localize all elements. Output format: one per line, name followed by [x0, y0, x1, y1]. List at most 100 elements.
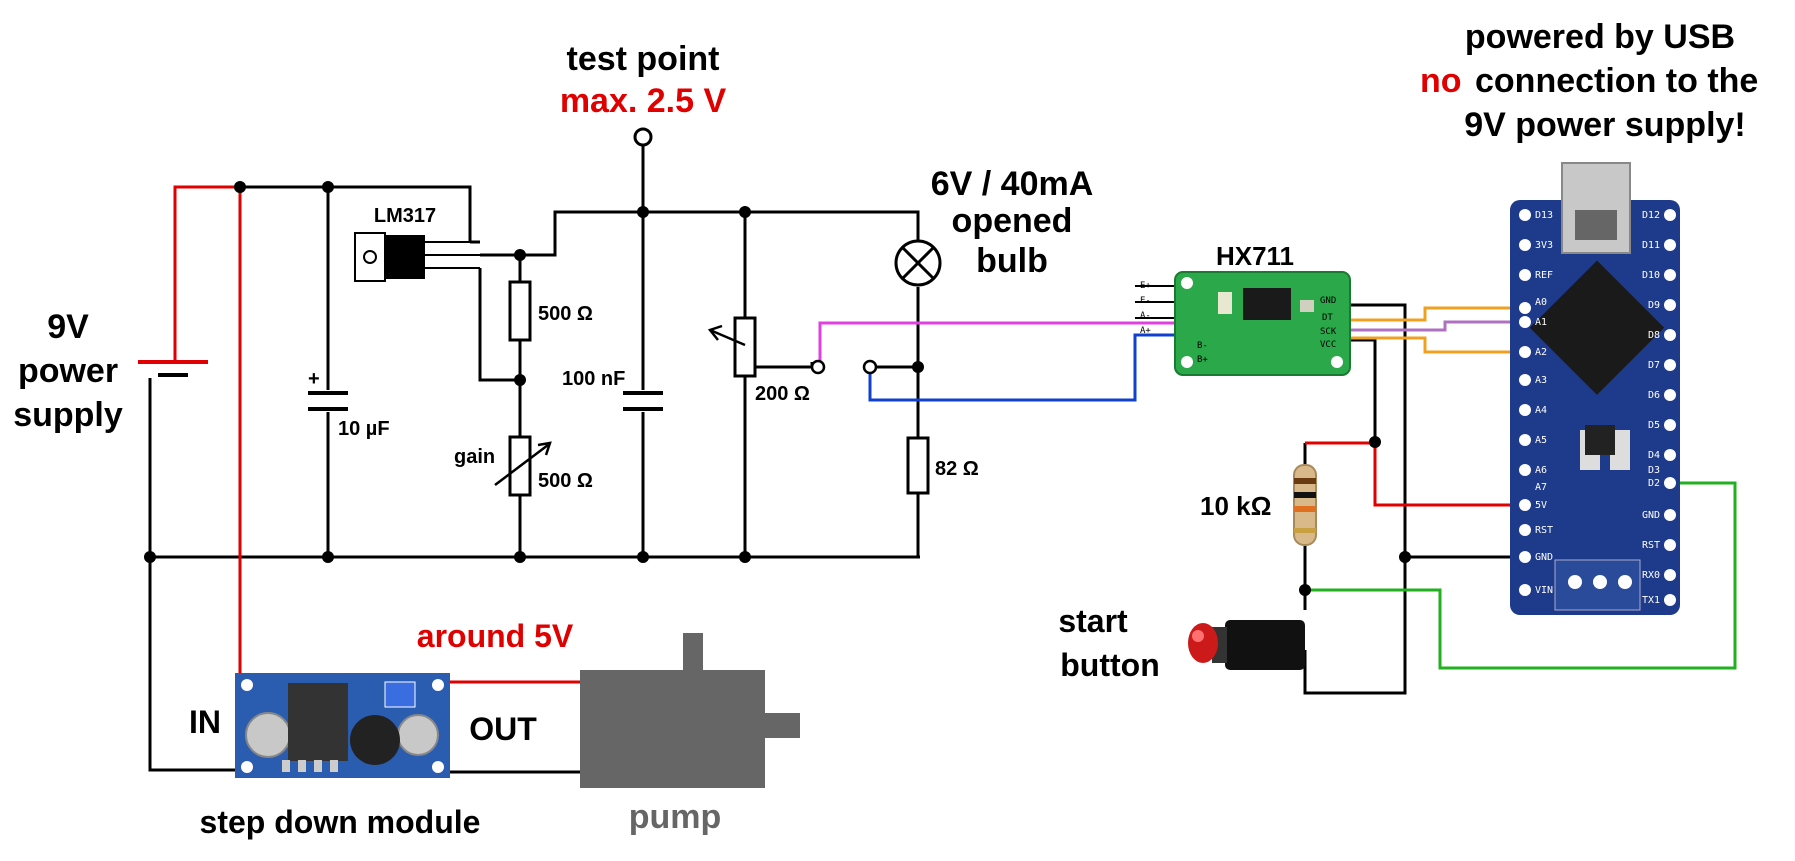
nano-pin-5v: 5V: [1535, 500, 1547, 511]
hx-pin-e-plus: E+: [1140, 281, 1151, 291]
nano-pin-vin: VIN: [1535, 585, 1553, 596]
nano-pin-d2: D2: [1648, 478, 1660, 489]
nano-pin-tx1: TX1: [1642, 595, 1660, 606]
hx711-label: HX711: [1216, 241, 1294, 271]
max-voltage-label: max. 2.5 V: [560, 82, 727, 120]
hx-pin-a-plus: A+: [1140, 326, 1151, 336]
bulb-terminal: [862, 359, 878, 375]
button-label: button: [1060, 647, 1160, 683]
powered-by-usb-label: powered by USB: [1465, 18, 1735, 56]
supply-warning-label: 9V power supply!: [1464, 106, 1746, 144]
nano-pin-d12: D12: [1642, 210, 1660, 221]
violet-wire: [1350, 320, 1525, 332]
nano-pin-d7: D7: [1648, 360, 1660, 371]
test-point-label: test point: [567, 40, 720, 78]
nano-pin-d6: D6: [1648, 390, 1660, 401]
nano-pin-gnd-2: GND: [1642, 510, 1660, 521]
nano-pin-a6: A6: [1535, 465, 1547, 476]
hx-pin-dt: DT: [1322, 313, 1333, 323]
r10k-label: 10 kΩ: [1200, 491, 1271, 521]
orange-wire-2: [1350, 336, 1525, 354]
resistor-10k: [1293, 464, 1317, 546]
hx-pin-vcc: VCC: [1320, 340, 1336, 350]
r500-top-label: 500 Ω: [538, 303, 593, 325]
no-label: no: [1420, 62, 1462, 100]
potentiometer-200: [707, 316, 757, 378]
nano-pin-3v3: 3V3: [1535, 240, 1553, 251]
blue-wire: [868, 333, 1198, 402]
cap-100nf-label: 100 nF: [562, 368, 625, 390]
step-down-module: [235, 673, 450, 778]
hx-pin-e-minus: E-: [1140, 296, 1151, 306]
hx-pin-gnd: GND: [1320, 296, 1336, 306]
hx-pin-b-plus: B+: [1197, 355, 1208, 365]
nano-pin-a3: A3: [1535, 375, 1547, 386]
gain-label: gain: [454, 446, 495, 468]
pump-motor: [580, 633, 800, 788]
pump-label: pump: [629, 798, 722, 836]
junction-dots: [144, 181, 1411, 596]
nano-pin-d9: D9: [1648, 300, 1660, 311]
out-label: OUT: [469, 711, 537, 747]
r82-label: 82 Ω: [935, 458, 979, 480]
nano-pin-rst: RST: [1535, 525, 1553, 536]
bulb-opened-label: opened: [952, 202, 1073, 240]
capacitor-100nf: [623, 391, 663, 411]
hx711-right-pins: GND DT SCK VCC: [1320, 296, 1337, 350]
start-label: start: [1058, 603, 1128, 639]
resistor-500-top: [508, 280, 532, 342]
hx-pin-sck: SCK: [1320, 327, 1337, 337]
nano-pin-d10: D10: [1642, 270, 1660, 281]
capacitor-10uf: [308, 391, 348, 411]
nano-pin-d5: D5: [1648, 420, 1660, 431]
connection-label: connection to the: [1475, 62, 1758, 100]
hx-pin-b-minus: B-: [1197, 341, 1208, 351]
around-5v-label: around 5V: [417, 618, 574, 654]
lm317-regulator: [354, 232, 480, 282]
test-point-terminal: [633, 127, 653, 147]
r500-gain-label: 500 Ω: [538, 470, 593, 492]
nano-pin-rst-2: RST: [1642, 540, 1660, 551]
hx-pin-a-minus: A-: [1140, 311, 1151, 321]
hx711-left-pins: E+ E- A- A+ B- B+: [1140, 281, 1208, 365]
nano-pin-labels: D13 3V3 REF A0 A1 A2 A3 A4 A5 A6 A7 5V R…: [1535, 210, 1660, 606]
nano-pin-a5: A5: [1535, 435, 1547, 446]
nano-pin-d11: D11: [1642, 240, 1660, 251]
bulb-word-label: bulb: [976, 242, 1048, 280]
in-label: IN: [189, 704, 221, 740]
nano-pin-d3: D3: [1648, 465, 1660, 476]
battery-9v: [138, 360, 208, 377]
resistor-82: [906, 436, 930, 495]
nano-pin-a4: A4: [1535, 405, 1547, 416]
red-wires: [140, 185, 1525, 684]
gain-potentiometer: [494, 435, 552, 497]
lm317-label: LM317: [374, 205, 436, 227]
cap-10uf-label: 10 µF: [338, 418, 390, 440]
nano-pin-rx0: RX0: [1642, 570, 1660, 581]
supply-word-label: supply: [13, 396, 123, 434]
nano-pin-d4: D4: [1648, 450, 1660, 461]
arduino-nano: [1510, 162, 1680, 615]
cap-plus-label: +: [308, 368, 320, 390]
nano-pin-d8: D8: [1648, 330, 1660, 341]
nano-pins-left: [1519, 209, 1676, 606]
start-button-component: [1188, 620, 1305, 670]
bulb-spec-label: 6V / 40mA: [931, 165, 1094, 203]
pot-terminal: [810, 359, 826, 375]
power-word-label: power: [18, 352, 118, 390]
step-down-label: step down module: [200, 804, 481, 840]
orange-wire: [1350, 306, 1525, 322]
power-9v-label: 9V: [47, 308, 89, 346]
nano-pin-a0: A0: [1535, 297, 1547, 308]
nano-pin-ref: REF: [1535, 270, 1553, 281]
nano-pin-gnd: GND: [1535, 552, 1553, 563]
pot-200-label: 200 Ω: [755, 383, 810, 405]
nano-pin-a7: A7: [1535, 482, 1547, 493]
nano-pin-d13: D13: [1535, 210, 1553, 221]
hx711-board: [1174, 271, 1351, 376]
nano-pin-a2: A2: [1535, 347, 1547, 358]
bulb-symbol: [894, 239, 942, 287]
nano-pin-a1: A1: [1535, 317, 1547, 328]
green-wire: [1305, 481, 1737, 670]
